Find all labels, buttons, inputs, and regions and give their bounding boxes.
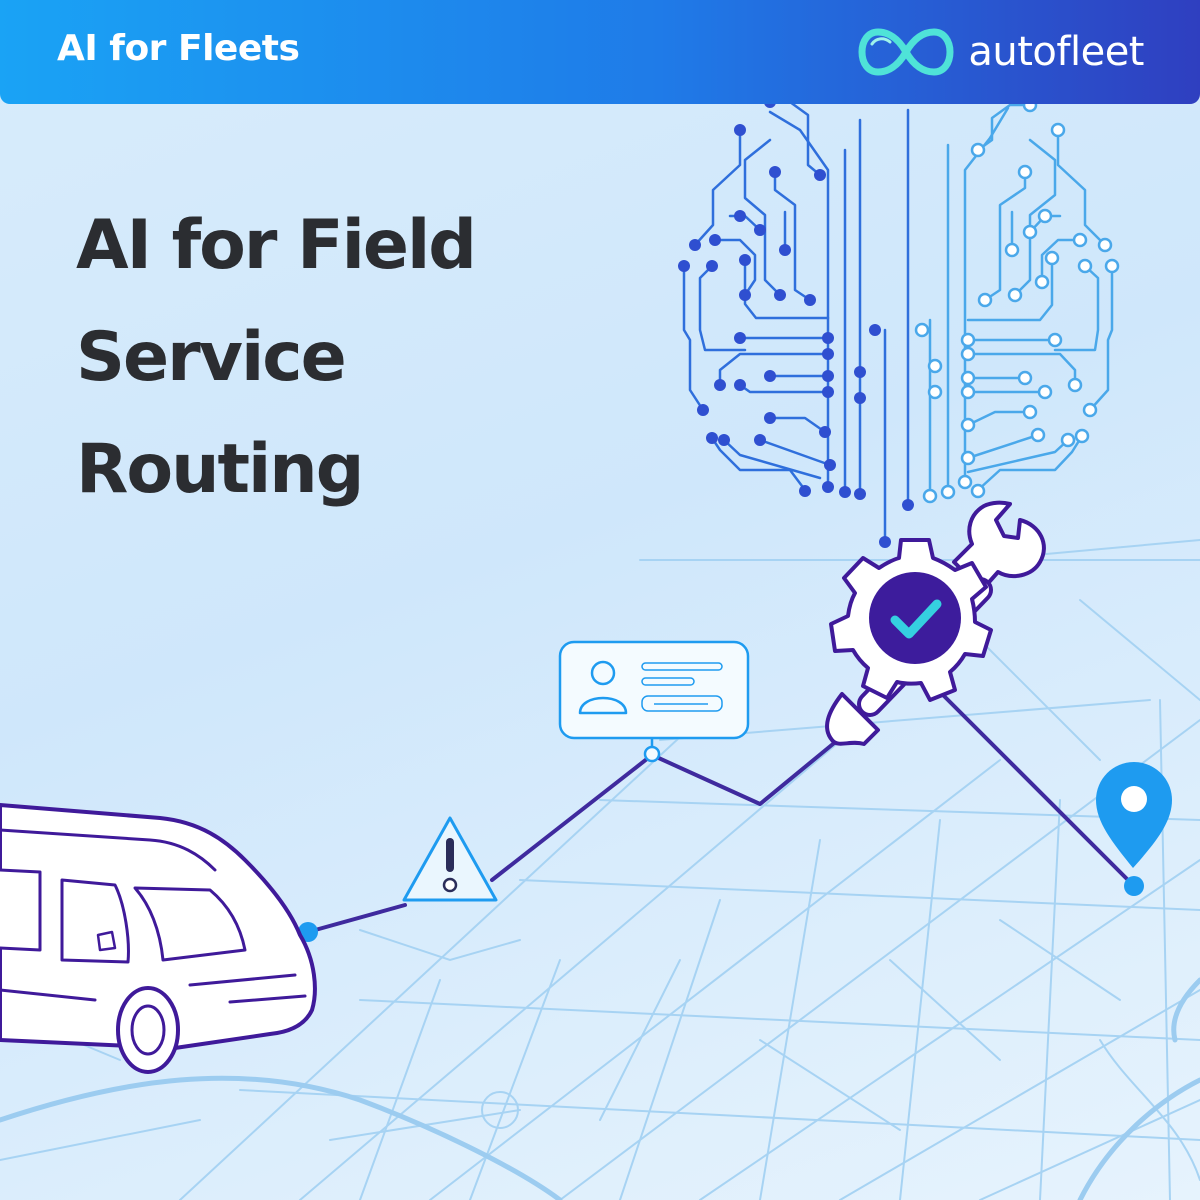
brand-name: autofleet <box>968 29 1144 75</box>
warning-triangle-icon <box>402 816 498 902</box>
roundabout <box>481 1091 519 1129</box>
main-roads <box>0 977 1200 1200</box>
customer-card-icon <box>558 640 750 763</box>
banner-title: AI for Fleets <box>57 28 300 69</box>
headline-line-2: Service <box>76 318 347 397</box>
location-pin-icon <box>1096 762 1172 868</box>
gear-check-icon <box>829 538 993 702</box>
top-banner: AI for Fleets autofleet <box>0 0 1200 104</box>
brand-logo: autofleet <box>858 24 1144 80</box>
route-end-dot <box>1124 876 1144 896</box>
headline: AI for Field Service Routing <box>76 190 477 526</box>
headline-line-1: AI for Field <box>76 206 477 285</box>
circuit-brain-icon <box>678 96 1120 548</box>
street-map <box>0 539 1200 1200</box>
headline-line-3: Routing <box>76 430 364 509</box>
infinity-loop-logo-icon <box>858 28 954 76</box>
route-line <box>306 688 1136 934</box>
van-icon <box>0 803 317 1074</box>
